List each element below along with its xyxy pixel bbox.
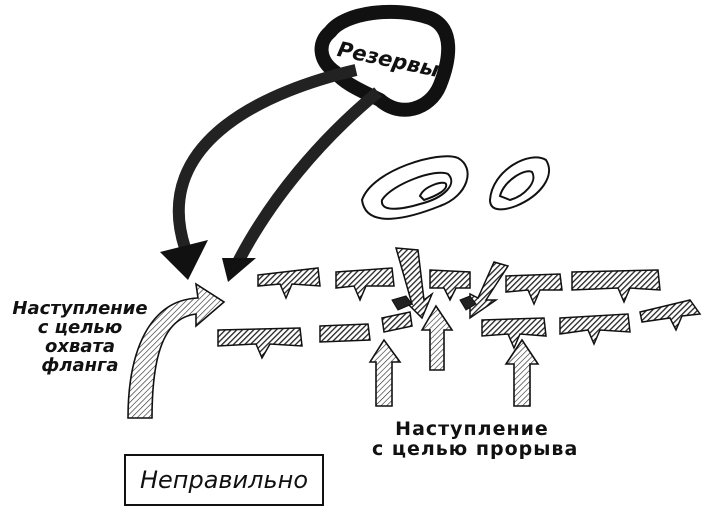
- reserve-arrow-right: [232, 87, 382, 265]
- breakthrough-attack-label: Наступление с целью прорыва: [372, 418, 579, 460]
- terrain-contours: [360, 155, 551, 220]
- flank-attack-label-line-4: фланга: [41, 354, 119, 376]
- flank-attack-label-line-3: охвата: [44, 335, 116, 357]
- front-line-lower: [217, 299, 702, 360]
- converging-arrows: [391, 295, 477, 311]
- flank-attack-label: Наступление с целью охвата фланга: [6, 298, 154, 376]
- flank-attack-label-line-1: Наступление: [12, 298, 148, 319]
- reserve-arrow-left-head: [160, 240, 208, 280]
- front-line-upper: [257, 267, 661, 306]
- breakthrough-label-line-1: Наступление: [395, 418, 549, 440]
- verdict-box: Неправильно: [124, 454, 324, 506]
- breakthrough-label-line-2: с целью прорыва: [372, 437, 579, 460]
- verdict-label: Неправильно: [139, 466, 309, 494]
- reserve-arrow-left: [172, 64, 358, 250]
- reserve-arrow-right-head: [222, 258, 256, 282]
- flank-attack-label-line-2: с целью: [37, 316, 123, 338]
- flank-attack-arrow: [127, 282, 226, 419]
- breakthrough-arrows: [368, 304, 540, 407]
